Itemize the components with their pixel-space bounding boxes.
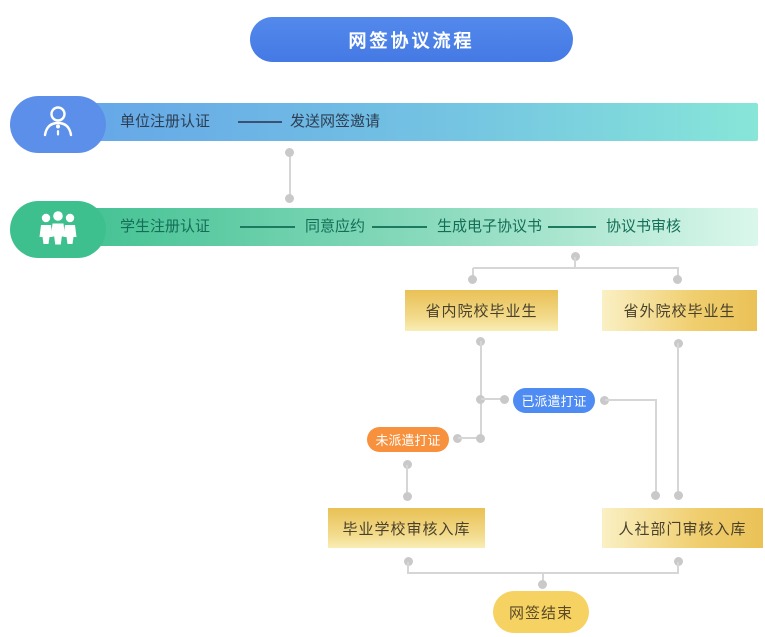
connector-line <box>677 562 679 574</box>
node-school-review: 毕业学校审核入库 <box>328 508 485 548</box>
employer-lane-icon-badge <box>10 96 106 153</box>
connector-dot <box>285 148 294 157</box>
connector-dot <box>571 252 580 261</box>
connector-dot <box>674 491 683 500</box>
status-pill-not-dispatched: 未派遣打证 <box>367 427 449 452</box>
employer-step-invite: 发送网签邀请 <box>290 113 381 130</box>
connector-line <box>677 343 679 494</box>
connector-line <box>289 152 291 200</box>
connector-dot <box>453 434 462 443</box>
connector-line <box>605 399 657 401</box>
connector-line <box>406 465 408 496</box>
student-step-review: 协议书审核 <box>606 218 682 235</box>
node-in-province-graduates: 省内院校毕业生 <box>405 290 558 331</box>
page-title: 网签协议流程 <box>250 17 573 62</box>
step-connector-dash <box>372 226 427 228</box>
student-step-generate: 生成电子协议书 <box>437 218 543 235</box>
student-step-accept: 同意应约 <box>305 218 366 235</box>
connector-dot <box>285 194 294 203</box>
connector-dot <box>468 275 477 284</box>
student-lane-icon-badge <box>10 201 106 258</box>
connector-dot <box>403 460 412 469</box>
connector-line <box>473 267 679 269</box>
connector-line <box>542 572 544 583</box>
connector-line <box>458 437 481 439</box>
step-connector-dash <box>238 121 282 123</box>
connector-dot <box>538 580 547 589</box>
connector-dot <box>674 557 683 566</box>
connector-dot <box>476 395 485 404</box>
student-step-register: 学生注册认证 <box>120 218 211 235</box>
node-hr-dept-review: 人社部门审核入库 <box>602 508 763 548</box>
step-connector-dash <box>548 226 596 228</box>
step-connector-dash <box>240 226 295 228</box>
connector-line <box>574 257 576 268</box>
employer-lane-bar <box>84 103 758 141</box>
connector-line <box>480 341 482 438</box>
connector-dot <box>403 492 412 501</box>
user-icon <box>37 101 79 148</box>
status-pill-dispatched: 已派遣打证 <box>513 388 595 413</box>
connector-line <box>677 268 679 279</box>
employer-step-register: 单位注册认证 <box>120 113 211 130</box>
connector-dot <box>404 557 413 566</box>
group-icon <box>35 208 81 251</box>
connector-dot <box>651 491 660 500</box>
connector-dot <box>500 395 509 404</box>
connector-line <box>472 268 474 279</box>
connector-line <box>407 562 409 574</box>
node-out-province-graduates: 省外院校毕业生 <box>602 290 757 331</box>
connector-line <box>655 399 657 494</box>
connector-dot <box>600 396 609 405</box>
connector-line <box>481 398 505 400</box>
connector-dot <box>476 434 485 443</box>
connector-dot <box>673 275 682 284</box>
end-node: 网签结束 <box>493 591 589 633</box>
